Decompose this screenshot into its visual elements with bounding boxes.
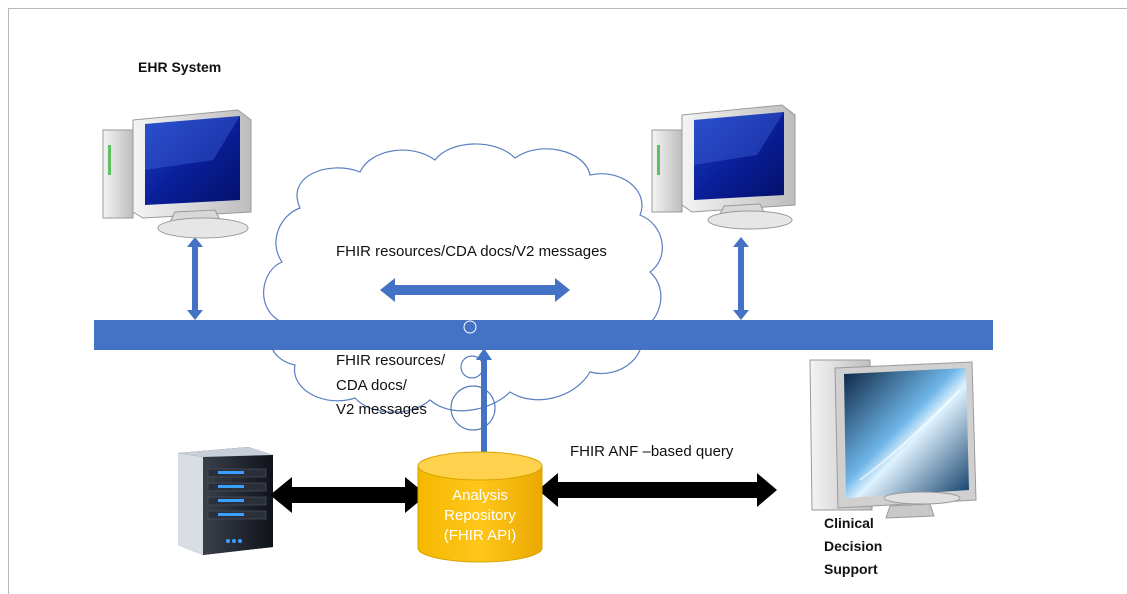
repository-label-line1: Analysis [452,487,508,504]
network-bus [94,320,993,350]
cloud-bottom-label-line2: CDA docs/ [336,377,407,394]
ehr-bus-arrow [187,237,203,320]
cds-workstation-icon [809,359,977,519]
server-repo-arrow [270,477,427,513]
cloud-bubble [463,320,477,334]
cds-label-line3: Support [824,561,878,577]
query-label: FHIR ANF –based query [570,443,734,460]
blue-arrows [187,237,749,467]
right-client-bus-arrow [733,237,749,320]
cloud-horizontal-arrow [380,278,570,302]
repository-label-line2: Repository [444,507,516,524]
repository-label-line3: (FHIR API) [443,527,517,544]
repository-label: Analysis Repository (FHIR API) [418,486,542,546]
cds-label-line1: Clinical [824,515,874,531]
black-arrows [270,473,777,513]
frame-border-top [8,8,1127,9]
frame-border-left [8,8,9,594]
desktop-computer-icon [102,109,252,239]
ehr-system-label: EHR System [138,59,222,75]
analysis-repository-cylinder [417,451,543,563]
cds-label-line2: Decision [824,538,883,554]
server-icon [178,447,273,555]
desktop-computer-icon [651,104,796,230]
cloud-top-label: FHIR resources/CDA docs/V2 messages [336,243,607,260]
cloud-bottom-label-line3: V2 messages [336,401,427,418]
repo-cds-arrow [538,473,777,507]
cloud-bottom-label-line1: FHIR resources/ [336,352,446,369]
repo-bus-arrow [476,348,492,467]
